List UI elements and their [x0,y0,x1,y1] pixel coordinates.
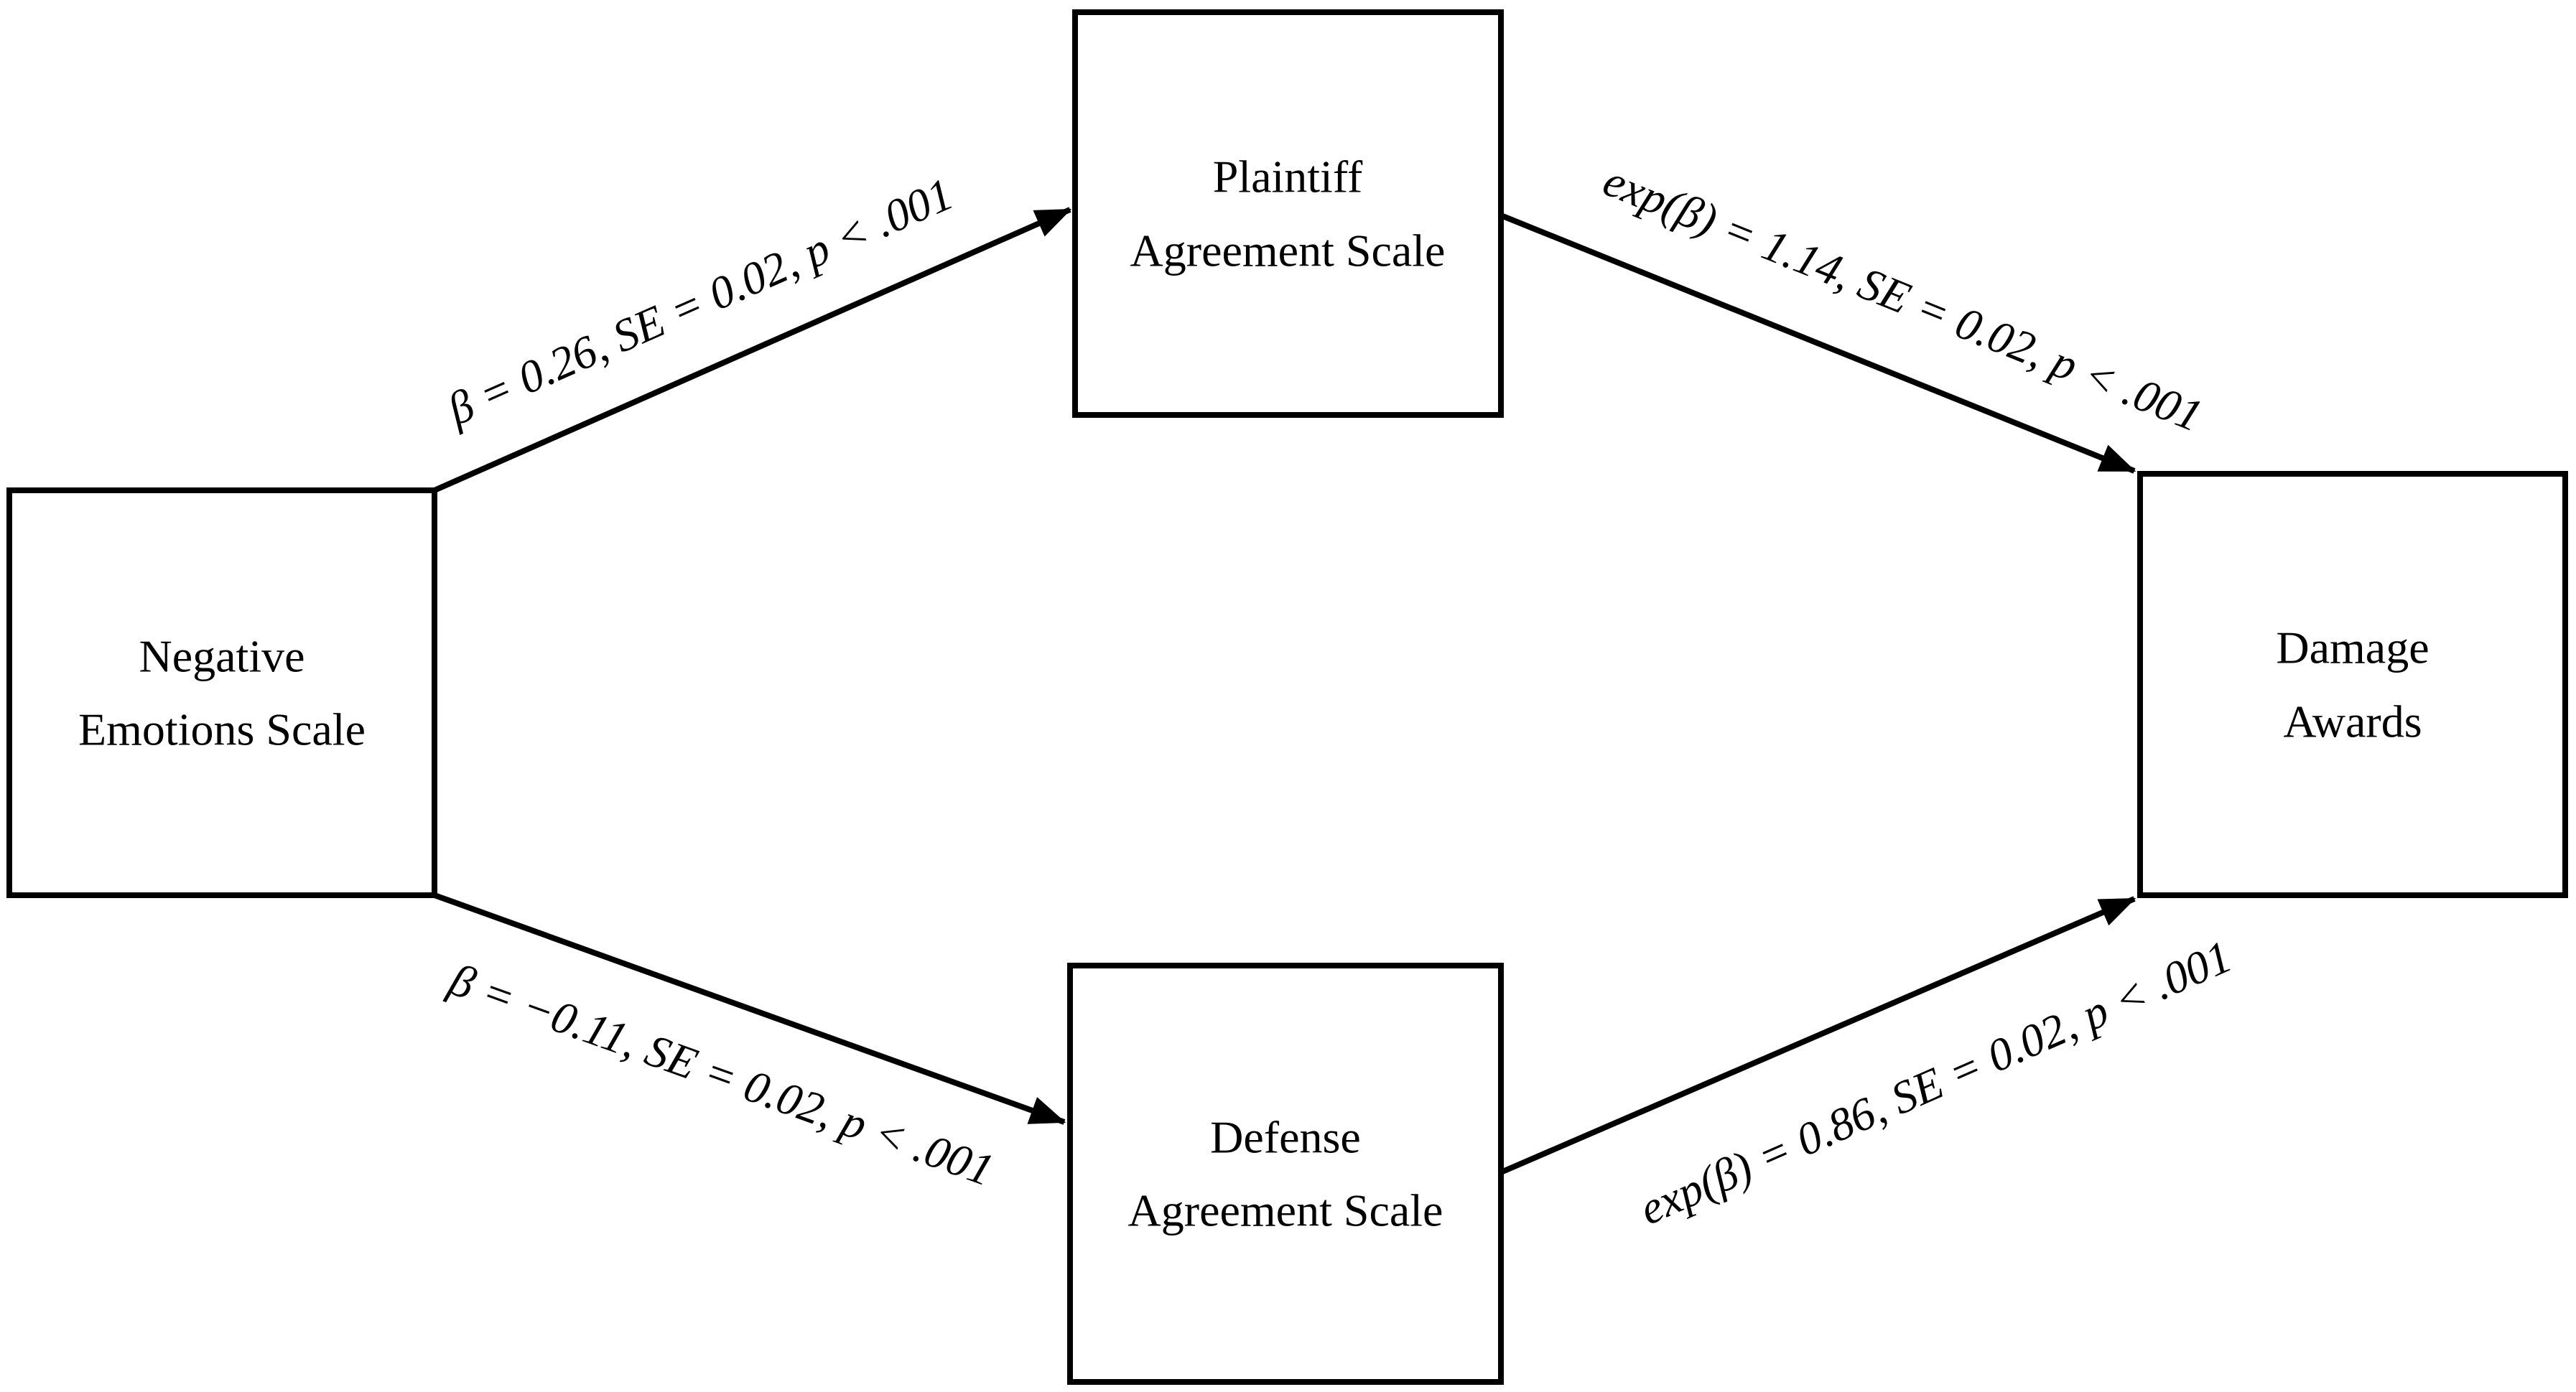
stat-label-negative-to-plaintiff: β = 0.26, SE = 0.02, p < .001 [439,168,960,436]
damage-awards-label-line1: Damage [2276,622,2429,673]
defense-label-line1: Defense [1210,1112,1361,1163]
damage-awards-box [2137,471,2568,898]
plaintiff-agreement-box [1072,9,1504,418]
negative-emotions-box [6,487,437,898]
arrow-negative-to-defense [433,892,1066,1125]
negative-emotions-label-line2: Emotions Scale [78,704,366,755]
stat-label-defense-to-damage: exp(β) = 0.86, SE = 0.02, p < .001 [1632,930,2238,1235]
defense-label-line2: Agreement Scale [1128,1185,1443,1236]
negative-emotions-label-line1: Negative [139,631,305,682]
defense-agreement-box [1067,963,1504,1385]
arrow-defense-to-damage [1499,896,2136,1175]
damage-awards-label-line2: Awards [2283,696,2422,747]
arrow-negative-to-plaintiff [433,207,1072,493]
stat-label-plaintiff-to-damage: exp(β) = 1.14, SE = 0.02, p < .001 [1596,154,2210,442]
plaintiff-label-line1: Plaintiff [1213,151,1363,202]
stat-label-negative-to-defense: β = −0.11, SE = 0.02, p < .001 [442,953,1000,1196]
arrow-plaintiff-to-damage [1499,212,2136,474]
plaintiff-label-line2: Agreement Scale [1130,225,1446,276]
